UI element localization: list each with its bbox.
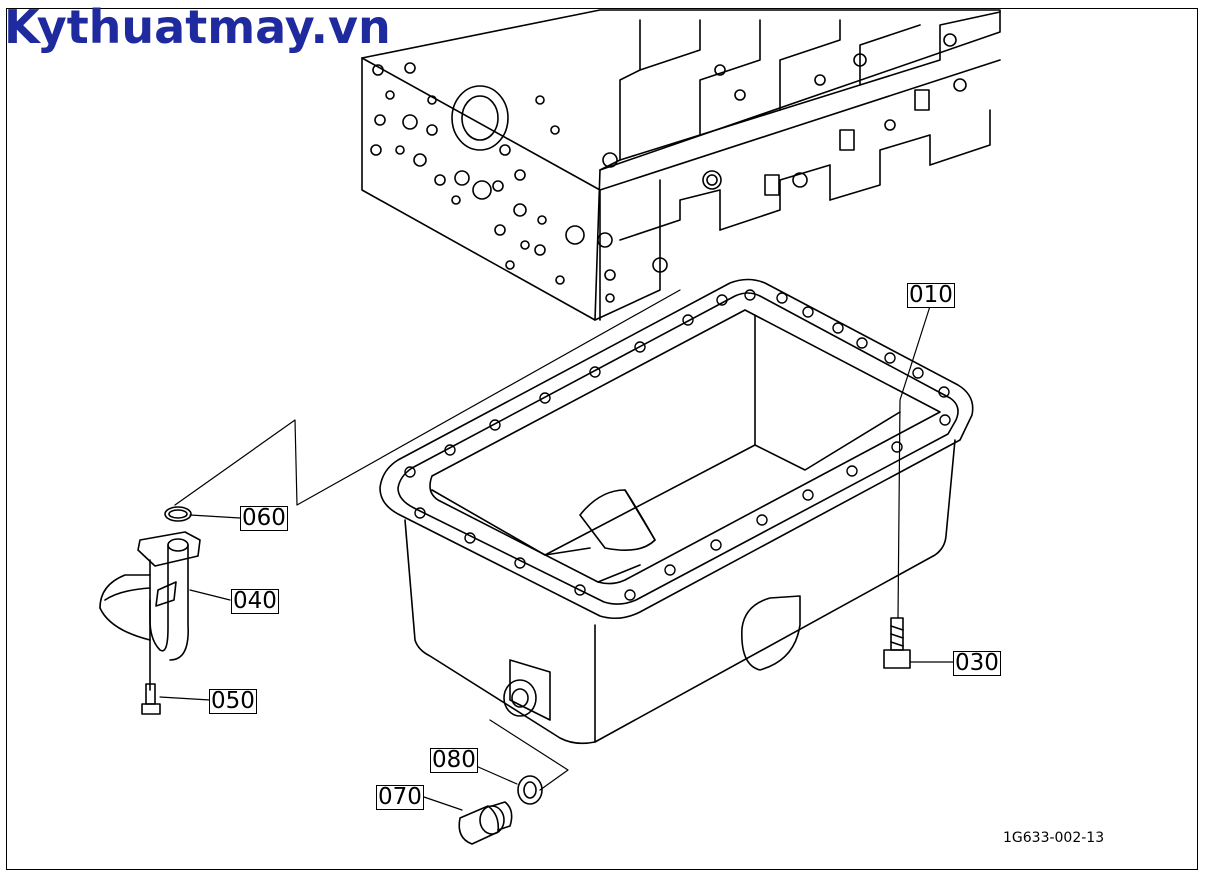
pan-bolt-drawing	[883, 617, 911, 669]
oil-strainer-drawing	[99, 531, 201, 691]
document-id: 1G633-002-13	[1003, 830, 1105, 846]
callout-060[interactable]: 060	[240, 505, 288, 531]
drain-plug-drawing	[458, 801, 513, 845]
oil-pan-drawing	[379, 278, 974, 745]
callout-080[interactable]: 080	[430, 747, 478, 773]
drain-gasket-inner	[523, 781, 537, 799]
o-ring-inner	[168, 509, 188, 519]
engine-block	[361, 9, 1001, 321]
leader-lines	[159, 289, 956, 811]
o-ring-drawing	[164, 506, 192, 522]
callout-030[interactable]: 030	[953, 650, 1001, 676]
callout-040[interactable]: 040	[231, 588, 279, 614]
drain-gasket-drawing	[517, 775, 543, 805]
callout-050[interactable]: 050	[209, 688, 257, 714]
callout-070[interactable]: 070	[376, 784, 424, 810]
watermark-logo: Kythuatmay.vn	[4, 0, 391, 54]
callout-010[interactable]: 010	[907, 282, 955, 308]
strainer-bolt-drawing	[141, 683, 161, 715]
drawing-frame	[6, 8, 1198, 870]
